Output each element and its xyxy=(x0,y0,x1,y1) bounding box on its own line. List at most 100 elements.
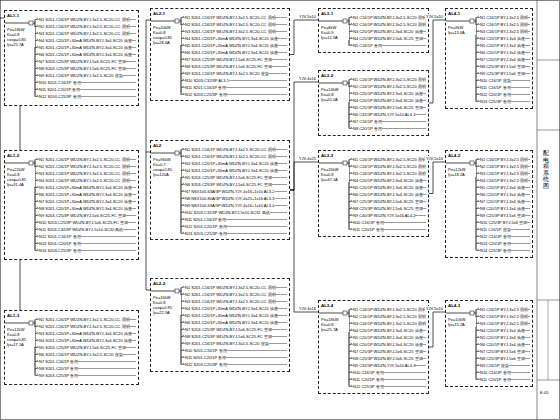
branch-breaker xyxy=(350,127,352,129)
branch-breaker xyxy=(182,363,184,365)
circuit-row: N9 NSX100-63A/3P WDZN-YJY-4x16+1x10 AL3-… xyxy=(185,203,275,208)
branch-breaker xyxy=(182,30,184,32)
branch-breaker xyxy=(182,328,184,330)
panel-name: AL1-3 xyxy=(7,313,19,318)
circuit-row: N12 S201-C20/1P 备用 xyxy=(185,224,227,229)
branch-breaker xyxy=(36,360,38,362)
branch-breaker xyxy=(350,364,352,366)
circuit-row: N6 C32/3P WDZN-YJY-5x10 AL4-1 xyxy=(353,112,415,117)
circuit-row: N4 C16/1P BYJ-3x2.5 照明 xyxy=(480,178,528,183)
bus-tap xyxy=(179,291,181,292)
branch-breaker xyxy=(36,207,38,209)
branch-breaker xyxy=(477,308,479,310)
cable-label: YJV-5x10 xyxy=(298,14,317,19)
distribution-panel: AL3-1Pe=8kW Kx=0.9 Ijs=12.9AN1 C16/1P WD… xyxy=(318,8,429,53)
feeder-cable xyxy=(290,162,318,190)
circuit-row: N12 S203-C25/3P 备用 xyxy=(185,92,227,97)
panel-name: AL3-4 xyxy=(321,303,333,308)
circuit-row: N14 C25/3P 备用 xyxy=(480,248,511,253)
incoming-line xyxy=(319,163,343,164)
branch-breaker xyxy=(182,148,184,150)
panel-name: AL2-1 xyxy=(153,11,165,16)
panel-name: AL1-2 xyxy=(7,153,19,158)
circuit-row: N7 S203-C25/3P WDZN-BYJ-5x6-SC25-FC 空调 xyxy=(185,57,272,62)
circuit-row: N4 C20/1P BYJ-3x4 插座 xyxy=(480,328,525,333)
branch-breaker xyxy=(36,318,38,320)
panel-parameters: Pe=10kW Ijs=15.2A xyxy=(448,317,476,327)
incoming-line xyxy=(446,313,470,314)
incoming-line xyxy=(151,291,175,292)
circuit-row: N13 C25/3P 备用 xyxy=(480,99,511,104)
circuit-row: N2 C16/1P WDZN-BYJ-3x2.5-SC20 照明 xyxy=(353,84,426,89)
bus-tap xyxy=(179,153,181,154)
branch-breaker xyxy=(182,162,184,164)
circuit-row: N8 S203-C25/3P WDZN-BYJ-5x6-SC25-FC 空调 xyxy=(185,334,272,339)
circuit-row: N3 C16/1P WDZN-BYJ-3x2.5-SC20 照明 xyxy=(353,321,426,326)
branch-breaker xyxy=(182,211,184,213)
branch-breaker xyxy=(350,179,352,181)
bus-tap xyxy=(33,323,35,324)
branch-breaker xyxy=(182,218,184,220)
branch-breaker xyxy=(182,321,184,323)
branch-breaker xyxy=(350,207,352,209)
circuit-row: N12 C16/1P 备用 xyxy=(480,234,511,239)
branch-breaker xyxy=(182,314,184,316)
drawing-number: E-05 xyxy=(540,390,548,395)
incoming-line xyxy=(5,23,29,24)
circuit-row: N5 C20/1P BYJ-3x4 插座 xyxy=(480,185,525,190)
circuit-row: N7 C25/3P WDZN-BYJ-5x6-SC25 空调 xyxy=(353,349,423,354)
distribution-panel: AL4-3Pe=10kW Ijs=15.2AN1 C16/1P BYJ-3x2.… xyxy=(445,300,533,387)
main-breaker xyxy=(175,19,179,23)
circuit-row: N6 C20/1P BYJ-3x4 插座 xyxy=(480,50,525,55)
circuit-row: N5 S203-C25/3P WDZN-BYJ-5x6-SC25-FC 空调 xyxy=(185,175,272,180)
cable-label: YJV-5x10 xyxy=(425,306,444,311)
sheet-title: 配电箱系统图 xyxy=(543,150,549,190)
circuit-row: N4 S201-C20/1P+30mA WDZN-BYJ-3x4-SC20 插座 xyxy=(185,168,278,173)
branch-breaker xyxy=(477,350,479,352)
branch-breaker xyxy=(350,385,352,387)
circuit-row: N13 S203-C25/3P 备用 xyxy=(185,231,227,236)
circuit-row: N11 C16/1P 应急 xyxy=(480,227,511,232)
circuit-row: N14 S203-C25/3P 备用 xyxy=(39,248,81,253)
cable-label: YJV-5x16 xyxy=(425,156,444,161)
panel-name: AL1-1 xyxy=(7,13,19,18)
distribution-panel: AL4-2Pe=12kW Ijs=18.2AN1 C16/1P BYJ-3x2.… xyxy=(445,150,533,258)
circuit-row: N6 S201-C20/1P+30mA WDZN-BYJ-3x4-SC20 插座 xyxy=(185,50,278,55)
panel-name: AL2 xyxy=(153,143,161,148)
panel-name: AL4-2 xyxy=(448,153,460,158)
branch-breaker xyxy=(182,176,184,178)
circuit-row: N10 C16/1P 备用 xyxy=(480,370,511,375)
branch-breaker xyxy=(36,53,38,55)
incoming-line xyxy=(446,21,470,22)
branch-breaker xyxy=(350,350,352,352)
circuit-row: N12 S201-C16/1P 备用 xyxy=(39,234,81,239)
panel-parameters: Pe=14kW Kx=0.8 Ijs=20.0A xyxy=(321,87,349,102)
branch-breaker xyxy=(477,322,479,324)
panel-parameters: Pe=20kW Kx=0.8 cosφ=0.85 Ijs=28.6A xyxy=(153,25,181,45)
panel-parameters: Pe=22kW Kx=0.8 cosφ=0.85 Ijs=31.4A xyxy=(7,167,35,187)
panel-name: AL2-2 xyxy=(153,281,165,286)
panel-parameters: Pe=8kW Kx=0.9 Ijs=12.9A xyxy=(321,25,349,40)
bus-tap xyxy=(347,21,349,22)
feeder-cable xyxy=(429,162,445,194)
circuit-row: N3 C16/1P BYJ-3x2.5 照明 xyxy=(480,29,528,34)
circuit-row: N9 C32/3P WDZN-YJY-5x10 AL4-3 xyxy=(353,363,415,368)
branch-breaker xyxy=(36,228,38,230)
branch-breaker xyxy=(350,322,352,324)
circuit-row: N2 S201-C16/1P WDZN-BYJ-3x2.5-SC20-CC 照明 xyxy=(39,164,130,169)
main-breaker xyxy=(175,289,179,293)
branch-breaker xyxy=(477,315,479,317)
circuit-row: N9 S203-C25/3P 备用 xyxy=(39,373,78,378)
branch-breaker xyxy=(477,364,479,366)
panel-parameters: Pe=18kW Kx=0.8 Ijs=25.7A xyxy=(321,317,349,332)
distribution-panel: AL1-1Pe=18kW Kx=0.8 cosφ=0.85 Ijs=25.7AN… xyxy=(4,10,139,106)
branch-breaker xyxy=(477,165,479,167)
main-breaker xyxy=(343,311,347,315)
feeder-cable xyxy=(20,260,21,310)
branch-breaker xyxy=(182,335,184,337)
branch-breaker xyxy=(350,315,352,317)
circuit-row: N10 S203-C32/3P WDZN-BYJ-5x10-SC32 风机 xyxy=(185,210,270,215)
branch-breaker xyxy=(477,158,479,160)
circuit-row: N13 S201-C20/1P 备用 xyxy=(39,241,81,246)
panel-name: AL3-2 xyxy=(321,73,333,78)
